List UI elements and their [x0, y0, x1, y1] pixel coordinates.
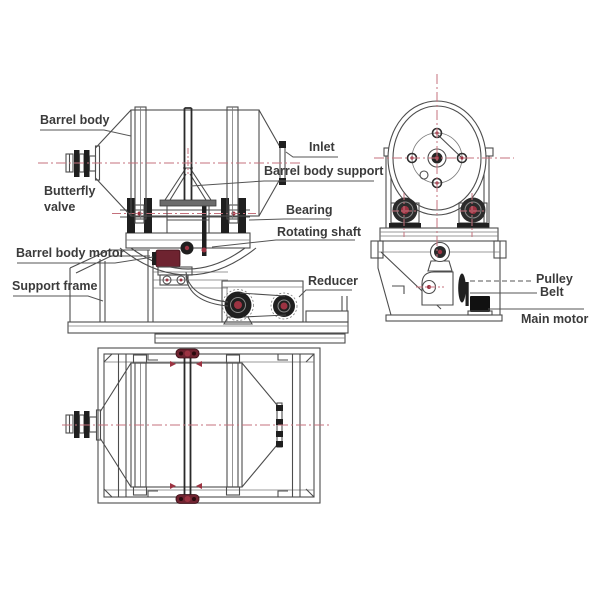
- label-butterfly-valve: Butterfly valve: [44, 184, 96, 214]
- barrel-body-motor-drawing: [152, 241, 229, 307]
- plan-frame-drawing: [97, 347, 321, 504]
- end-view-centerlines: [374, 74, 514, 288]
- label-barrel-body-motor: Barrel body motor: [16, 246, 125, 260]
- leader-reducer: [298, 289, 352, 298]
- label-barrel-body-support: Barrel body support: [264, 164, 384, 178]
- label-rotating-shaft: Rotating shaft: [277, 225, 362, 239]
- barrel-body-support-drawing: [159, 167, 217, 233]
- leader-lines: [13, 129, 584, 310]
- label-pulley: Pulley: [536, 272, 573, 286]
- plan-barrel-drawing: [95, 354, 283, 497]
- leader-inlet: [285, 151, 338, 158]
- plan-view: [62, 347, 332, 504]
- end-view: [370, 74, 514, 322]
- label-support-frame: Support frame: [12, 279, 98, 293]
- end-base-frame: [370, 227, 507, 322]
- label-barrel-body: Barrel body: [40, 113, 110, 127]
- label-main-motor: Main motor: [521, 312, 589, 326]
- main-motor-drawing: [470, 296, 490, 312]
- belt-drawing: [465, 282, 469, 306]
- motor-belt-line: [185, 271, 229, 303]
- leader-rotating-shaft: [211, 239, 355, 248]
- main-drive-drawing: [421, 241, 493, 316]
- reducer-drawing: [221, 280, 304, 325]
- leader-support-frame: [13, 295, 104, 302]
- side-view: [38, 106, 349, 344]
- label-inlet: Inlet: [309, 140, 335, 154]
- plan-shaft-bearings: [175, 348, 200, 504]
- pulley-drawing: [458, 273, 466, 303]
- label-bearing: Bearing: [286, 203, 333, 217]
- leader-bearing: [248, 218, 330, 221]
- label-reducer: Reducer: [308, 274, 359, 288]
- label-belt: Belt: [540, 285, 564, 299]
- leader-barrel-body-motor: [17, 256, 154, 264]
- support-rollers: [389, 197, 489, 228]
- reducer-belt-line: [239, 292, 287, 318]
- leader-barrel-body: [40, 129, 132, 137]
- support-frame-drawing: [67, 249, 349, 344]
- leader-barrel-body-support: [190, 180, 374, 187]
